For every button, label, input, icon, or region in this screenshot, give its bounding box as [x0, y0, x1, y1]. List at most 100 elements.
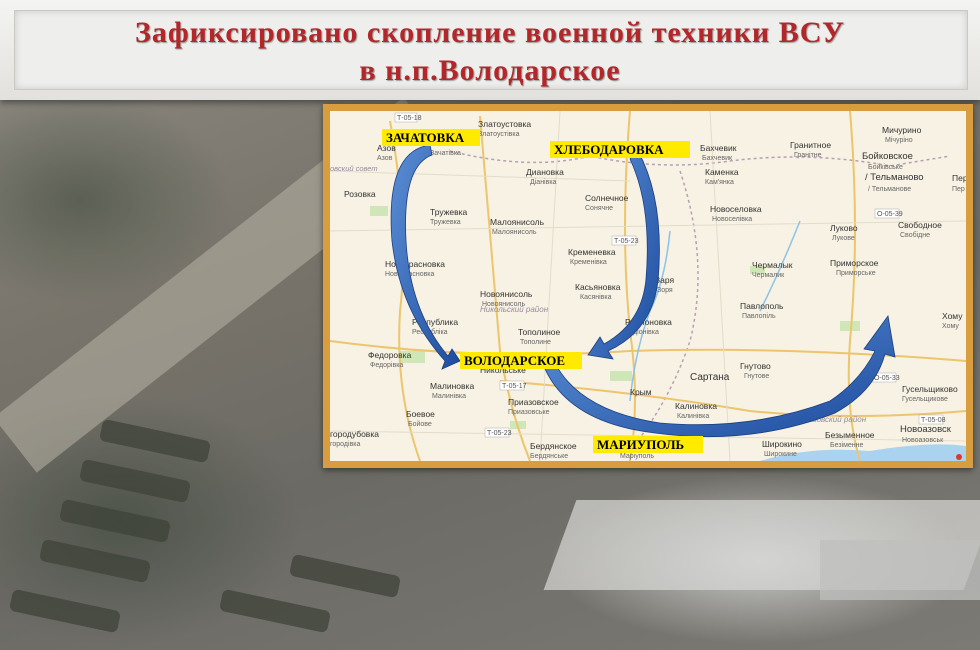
place-sublabel: Широкине — [764, 451, 797, 458]
title-frame — [14, 10, 968, 90]
place-sublabel: / Тельманове — [868, 186, 911, 193]
place-sublabel: Касянівка — [580, 293, 612, 301]
place-sublabel: Чермалик — [752, 272, 785, 279]
place-sublabel: Хому — [942, 323, 959, 330]
road-label: Т-05-08 — [921, 417, 946, 424]
place-sublabel: Безіменне — [830, 441, 864, 449]
title-banner: Зафиксировано скопление военной техники … — [0, 0, 980, 100]
place-label: Каменка — [705, 167, 739, 177]
military-vehicle — [288, 553, 402, 599]
district-label: Никольский район — [480, 305, 549, 314]
place-sublabel: Діанівка — [530, 178, 557, 186]
place-label: Широкино — [762, 439, 802, 449]
place-sublabel: Новоянисоль — [482, 301, 525, 308]
place-label: Никольське — [480, 365, 526, 375]
place-sublabel: Златоустівка — [478, 130, 520, 138]
road-label: О-05-39 — [877, 211, 903, 218]
label-volodarskoe: ВОЛОДАРСКОЕ — [464, 353, 565, 368]
place-label: Приазовское — [508, 397, 559, 407]
place-label: Бердянское — [530, 441, 577, 451]
place-sublabel: Зачатівка — [430, 149, 461, 157]
road-label: Т-05-18 — [397, 115, 422, 122]
place-label: Новоселовка — [710, 204, 762, 214]
place-label: Тружевка — [430, 207, 468, 217]
district-label: Новоазовский район — [790, 415, 867, 424]
place-label: Бахчевик — [700, 143, 737, 153]
place-sublabel: Маріуполь — [620, 452, 654, 460]
place-label: Свободное — [898, 220, 942, 230]
label-box-mariupol — [593, 436, 703, 453]
arrow-volodarskoe-to-novoazovsk — [544, 314, 896, 438]
place-label: Златоустовка — [478, 119, 531, 129]
place-label: Новоянисоль — [480, 289, 533, 299]
road-label: О-05-33 — [874, 375, 900, 382]
place-label: Новокрасновка — [385, 259, 445, 269]
place-label: Пер — [952, 173, 966, 183]
place-label: Новоазовск — [900, 424, 952, 435]
title-line-2: в н.п.Володарское — [359, 54, 621, 87]
place-label: / Тельманово — [865, 172, 924, 183]
place-sublabel: Гнутове — [744, 373, 769, 380]
place-sublabel: Федорівка — [370, 361, 403, 369]
place-sublabel: Малоянисоль — [492, 229, 537, 236]
place-label: Хому — [942, 311, 963, 321]
place-label: Боевое — [406, 409, 435, 419]
sea-area — [760, 444, 966, 461]
place-label: Сартана — [690, 372, 730, 383]
place-sublabel: Новоазовськ — [902, 437, 944, 444]
arrow-khlebodarovka-to-volodarskoe — [587, 150, 660, 360]
label-box-zachatovka — [382, 129, 480, 146]
place-sublabel: Приморське — [836, 270, 876, 277]
place-sublabel: Тружевка — [430, 219, 461, 226]
road-label: Т-05-23 — [487, 430, 512, 437]
place-label: Касьяновка — [575, 282, 621, 292]
place-label: Гранитное — [790, 140, 831, 150]
place-label: Малоянисоль — [490, 217, 545, 227]
place-sublabel: Гранітне — [794, 151, 822, 159]
place-label: Приморское — [830, 258, 879, 268]
military-vehicle — [78, 458, 192, 504]
label-box-volodarskoe — [460, 352, 582, 369]
place-label: Гусельщиково — [902, 384, 958, 394]
road-label: Т-05-17 — [502, 383, 527, 390]
place-sublabel: Новоселівка — [712, 215, 752, 223]
place-sublabel: Зоря — [657, 287, 673, 294]
place-sublabel: Бойківське — [868, 163, 903, 171]
place-label: Крым — [630, 387, 652, 397]
place-sublabel: Приазовське — [508, 409, 550, 416]
military-vehicle — [218, 588, 332, 634]
place-sublabel: Мічуріно — [885, 136, 913, 144]
place-sublabel: Кам'янка — [705, 179, 734, 186]
road-labels: Т-05-18 Т-05-23 Т-05-17 О-05-39 Т-05-08 … — [394, 112, 946, 438]
place-label: Павлополь — [740, 301, 784, 311]
label-box-khlebodarovka — [550, 141, 690, 158]
place-sublabel: Калинівка — [677, 412, 709, 420]
place-label: Калиновка — [675, 401, 717, 411]
place-label: городубовка — [330, 429, 379, 439]
place-label: Луково — [830, 223, 858, 233]
place-label: Федоровка — [368, 350, 412, 360]
map-svg: Т-05-18 Т-05-23 Т-05-17 О-05-39 Т-05-08 … — [330, 111, 966, 461]
place-label: Малиновка — [430, 381, 474, 391]
place-label: Республика — [412, 317, 458, 327]
place-sublabel: Сонячне — [585, 205, 613, 212]
place-sublabel: Малинівка — [432, 392, 466, 400]
place-sublabel: Родіонівка — [625, 328, 659, 336]
place-sublabel: Тополине — [520, 339, 551, 346]
place-label: Бойковское — [862, 151, 913, 162]
place-sublabel: Бойове — [408, 420, 432, 428]
place-label: Гнутово — [740, 361, 771, 371]
place-sublabel: Павлопіль — [742, 312, 776, 320]
map-pin-icon — [956, 454, 962, 460]
title-line-1: Зафиксировано скопление военной техники … — [134, 16, 846, 49]
label-khlebodarovka: ХЛЕБОДАРОВКА — [554, 142, 664, 157]
place-label: Кременевка — [568, 247, 616, 257]
river — [759, 220, 801, 312]
place-sublabel: Бахчевик — [702, 155, 733, 162]
place-label: Мичурино — [882, 125, 922, 135]
place-sublabel: Гусельщикове — [902, 396, 948, 403]
road-label: Т-05-23 — [614, 238, 639, 245]
map-panel: Т-05-18 Т-05-23 Т-05-17 О-05-39 Т-05-08 … — [323, 104, 973, 468]
place-labels: Златоустовка Златоустівка Азов Азов Зача… — [330, 119, 966, 460]
place-sublabel: Бердянське — [530, 453, 568, 460]
